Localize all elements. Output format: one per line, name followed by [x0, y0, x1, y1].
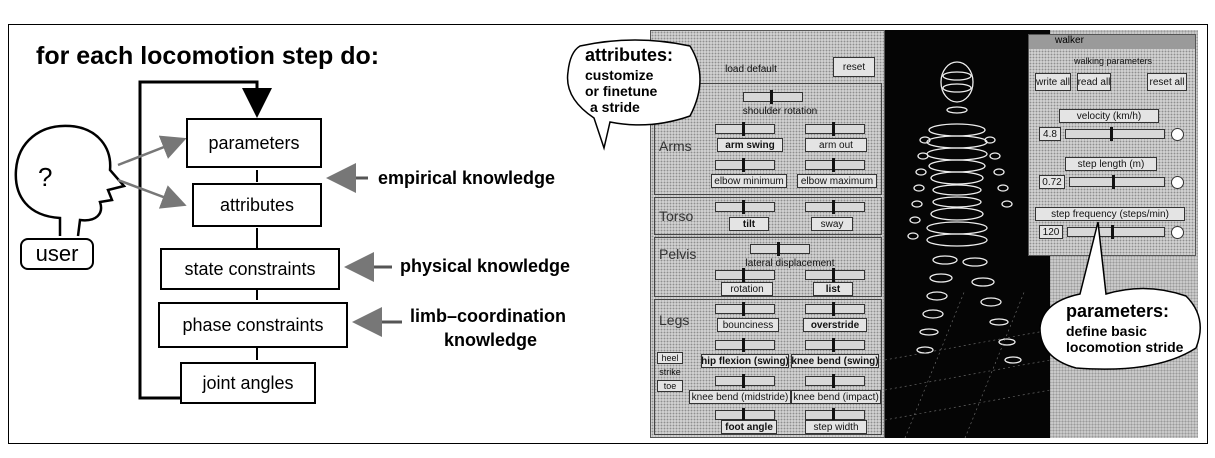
reset-button[interactable]: reset	[833, 57, 875, 77]
list-slider[interactable]	[805, 268, 865, 282]
hip-flexion-slider[interactable]	[715, 338, 775, 352]
step-attributes: attributes	[192, 183, 322, 227]
step-joint-angles: joint angles	[180, 362, 316, 404]
attributes-bubble-title: attributes:	[585, 45, 674, 65]
step-parameters: parameters	[186, 118, 322, 168]
write-all-button[interactable]: write all	[1035, 73, 1071, 91]
parameters-bubble-line2: locomotion stride	[1066, 339, 1184, 355]
arm-out-button[interactable]: arm out	[805, 138, 867, 152]
overstride-slider[interactable]	[805, 302, 865, 316]
flow-lines: ?	[14, 80, 402, 400]
parameters-bubble-title: parameters:	[1066, 301, 1170, 321]
tilt-slider[interactable]	[715, 200, 775, 214]
limb-coordination-knowledge-line1: limb–coordination	[410, 306, 567, 326]
group-arms-label: Arms	[659, 138, 692, 154]
user-head	[14, 124, 127, 237]
rotation-button[interactable]: rotation	[721, 282, 773, 296]
step-length-radio[interactable]	[1171, 176, 1184, 189]
attributes-bubble-shape	[566, 39, 701, 151]
loop-line	[138, 80, 272, 400]
parameters-bubble-line1: define basic	[1066, 323, 1147, 339]
knee-bend-swing-button[interactable]: knee bend (swing)	[791, 354, 879, 368]
empirical-knowledge: empirical knowledge	[378, 168, 556, 188]
arm-swing-slider[interactable]	[715, 122, 775, 136]
group-legs: Legs bounciness overstride hip flexion (…	[654, 299, 882, 435]
lateral-displacement-slider[interactable]	[750, 242, 810, 256]
bounciness-slider[interactable]	[715, 302, 775, 316]
arm-out-slider[interactable]	[805, 122, 865, 136]
step-length-slider[interactable]	[1069, 175, 1165, 189]
step-phase-constraints: phase constraints	[158, 302, 348, 348]
group-torso: Torso tilt sway	[654, 197, 882, 235]
knee-bend-midstride-slider[interactable]	[715, 374, 775, 388]
rotation-slider[interactable]	[715, 268, 775, 282]
parameters-bubble-shape	[1039, 221, 1201, 370]
group-legs-label: Legs	[659, 312, 690, 328]
attributes-bubble-line1: customize	[585, 67, 654, 83]
knee-bend-midstride-button[interactable]: knee bend (midstride)	[689, 390, 791, 404]
attributes-bubble-line3: a stride	[590, 99, 640, 115]
knee-bend-impact-button[interactable]: knee bend (impact)	[791, 390, 881, 404]
shoulder-rotation-label: shoulder rotation	[742, 105, 818, 117]
user-face-mark: ?	[38, 162, 52, 192]
toe-button[interactable]: toe	[657, 380, 683, 392]
read-all-button[interactable]: read all	[1077, 73, 1111, 91]
parameter-panel-header: walking parameters	[1073, 56, 1153, 66]
parameter-panel-title: walker	[1029, 35, 1195, 49]
knee-bend-swing-slider[interactable]	[805, 338, 865, 352]
step-length-label: step length (m)	[1065, 157, 1157, 171]
tilt-button[interactable]: tilt	[729, 217, 769, 231]
overstride-button[interactable]: overstride	[803, 318, 867, 332]
step-frequency-slider[interactable]	[1067, 225, 1165, 239]
foot-angle-slider[interactable]	[715, 408, 775, 422]
group-pelvis-label: Pelvis	[659, 246, 697, 262]
diagram-title: for each locomotion step do:	[36, 42, 380, 70]
shoulder-rotation-slider[interactable]	[743, 90, 803, 104]
foot-angle-button[interactable]: foot angle	[721, 420, 777, 434]
3d-viewport[interactable]	[884, 30, 1051, 438]
lateral-displacement-label: lateral displacement	[745, 257, 835, 269]
group-pelvis: Pelvis lateral displacement rotation lis…	[654, 237, 882, 297]
strike-label: strike	[659, 367, 681, 377]
velocity-slider[interactable]	[1065, 127, 1165, 141]
elbow-max-slider[interactable]	[805, 158, 865, 172]
knee-bend-impact-slider[interactable]	[805, 374, 865, 388]
arm-swing-button[interactable]: arm swing	[717, 138, 783, 152]
panel-top-label: load default	[725, 63, 777, 75]
step-width-button[interactable]: step width	[805, 420, 867, 434]
step-frequency-value[interactable]: 120	[1039, 225, 1063, 239]
elbow-min-slider[interactable]	[715, 158, 775, 172]
reset-all-button[interactable]: reset all	[1147, 73, 1187, 91]
velocity-label: velocity (km/h)	[1059, 109, 1159, 123]
limb-coordination-knowledge-line2: knowledge	[444, 330, 538, 350]
walking-figure	[884, 61, 1051, 438]
hip-flexion-button[interactable]: hip flexion (swing)	[701, 354, 789, 368]
physical-knowledge: physical knowledge	[400, 256, 571, 276]
elbow-maximum-button[interactable]: elbow maximum	[797, 174, 877, 188]
elbow-minimum-button[interactable]: elbow minimum	[711, 174, 787, 188]
velocity-radio[interactable]	[1171, 128, 1184, 141]
step-frequency-label: step frequency (steps/min)	[1035, 207, 1185, 221]
ui-screenshot: load default reset Arms shoulder rotatio…	[650, 30, 1198, 438]
attributes-bubble-line2: or finetune	[585, 83, 658, 99]
step-width-slider[interactable]	[805, 408, 865, 422]
group-arms: Arms shoulder rotation arm swing arm out…	[654, 83, 882, 195]
list-button[interactable]: list	[813, 282, 853, 296]
heel-button[interactable]: heel	[657, 352, 683, 364]
velocity-value[interactable]: 4.8	[1039, 127, 1061, 141]
group-torso-label: Torso	[659, 208, 694, 224]
sway-button[interactable]: sway	[811, 217, 853, 231]
step-length-value[interactable]: 0.72	[1039, 175, 1065, 189]
sway-slider[interactable]	[805, 200, 865, 214]
bounciness-button[interactable]: bounciness	[717, 318, 779, 332]
user-label: user	[20, 238, 94, 270]
parameter-panel: walker walking parameters write all read…	[1028, 34, 1196, 256]
step-state-constraints: state constraints	[160, 248, 340, 290]
figure-frame	[8, 24, 1208, 444]
step-frequency-radio[interactable]	[1171, 226, 1184, 239]
